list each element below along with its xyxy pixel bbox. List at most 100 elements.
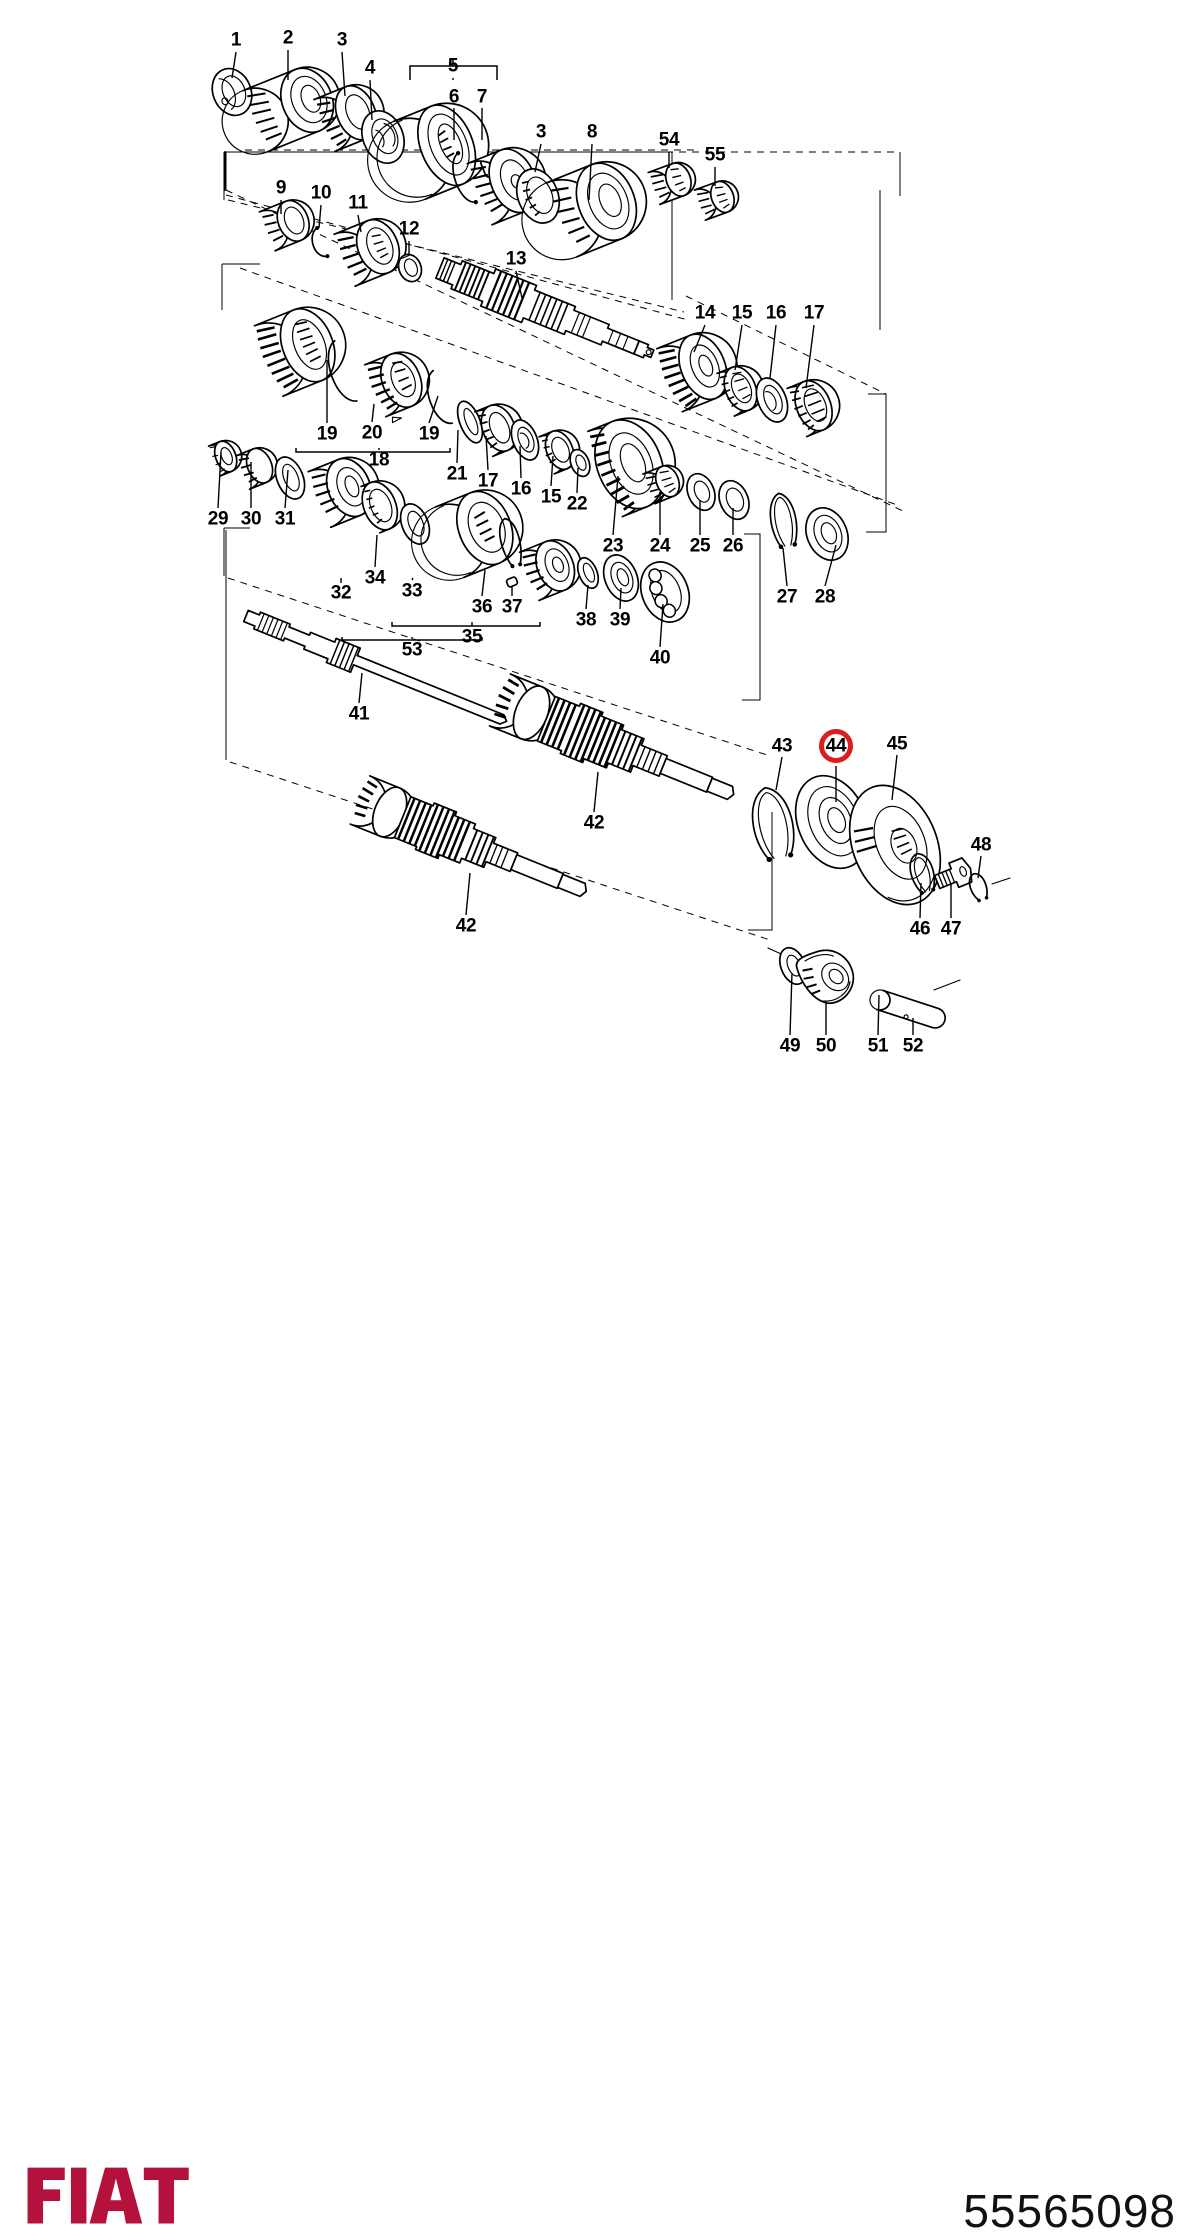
callout-50[interactable]: 50: [815, 1035, 837, 1057]
callout-37[interactable]: 37: [501, 596, 523, 618]
leader-line: [805, 324, 815, 389]
callout-32[interactable]: 32: [330, 582, 352, 604]
callout-45[interactable]: 45: [886, 733, 908, 755]
callout-42b[interactable]: 42: [455, 915, 477, 937]
leader-line: [550, 455, 554, 487]
callout-9[interactable]: 9: [275, 177, 287, 199]
row-output-shafts: [242, 609, 735, 898]
leader-line: [588, 143, 593, 201]
leader-line: [428, 395, 439, 424]
footer-bar: 55565098: [0, 1075, 1200, 2234]
leader-line: [612, 475, 619, 536]
leader-line: [977, 855, 982, 879]
leader-line: [693, 324, 706, 353]
callout-24[interactable]: 24: [649, 535, 671, 557]
leader-line: [576, 467, 579, 494]
row-pinion-and-pin: [767, 946, 961, 1029]
callout-21[interactable]: 21: [446, 463, 468, 485]
callout-25[interactable]: 25: [689, 535, 711, 557]
callout-leader-lines: [217, 50, 982, 1036]
leader-line: [456, 429, 459, 464]
callout-40[interactable]: 40: [649, 647, 671, 669]
callout-29[interactable]: 29: [207, 508, 229, 530]
callout-16a[interactable]: 16: [765, 302, 787, 324]
leader-line: [789, 972, 793, 1036]
callout-19b[interactable]: 19: [418, 423, 440, 445]
callout-49[interactable]: 49: [779, 1035, 801, 1057]
callout-52[interactable]: 52: [902, 1035, 924, 1057]
highlighted-part-44: [794, 774, 870, 870]
leader-line: [481, 569, 486, 597]
row-differential-bearing: [751, 774, 1011, 906]
leader-line: [217, 451, 222, 509]
leader-line: [357, 214, 362, 233]
callout-30[interactable]: 30: [240, 508, 262, 530]
callout-31[interactable]: 31: [274, 508, 296, 530]
callout-3a[interactable]: 3: [336, 29, 348, 51]
callout-23[interactable]: 23: [602, 535, 624, 557]
callout-22[interactable]: 22: [566, 493, 588, 515]
callout-16b[interactable]: 16: [510, 478, 532, 500]
callout-14[interactable]: 14: [694, 302, 716, 324]
callout-38[interactable]: 38: [575, 609, 597, 631]
callout-18[interactable]: 18: [368, 449, 390, 471]
leader-line: [585, 584, 589, 610]
row-upper-input-shaft: [211, 66, 740, 261]
callout-8[interactable]: 8: [586, 121, 598, 143]
callout-4[interactable]: 4: [364, 57, 376, 79]
leader-line: [411, 577, 414, 581]
callout-47[interactable]: 47: [940, 918, 962, 940]
callout-1[interactable]: 1: [230, 29, 242, 51]
callout-42a[interactable]: 42: [583, 812, 605, 834]
callout-54[interactable]: 54: [658, 129, 680, 151]
callout-3b[interactable]: 3: [535, 121, 547, 143]
callout-51[interactable]: 51: [867, 1035, 889, 1057]
leader-line: [769, 324, 777, 379]
callout-34[interactable]: 34: [364, 567, 386, 589]
leader-line: [369, 79, 373, 121]
callout-13[interactable]: 13: [505, 248, 527, 270]
callout-26[interactable]: 26: [722, 535, 744, 557]
callout-11[interactable]: 11: [348, 192, 368, 214]
callout-12[interactable]: 12: [398, 218, 420, 240]
highlight-ring-44: [819, 729, 853, 763]
callout-48[interactable]: 48: [970, 834, 992, 856]
leader-line: [891, 754, 898, 801]
callout-55[interactable]: 55: [704, 144, 726, 166]
callout-36[interactable]: 36: [471, 596, 493, 618]
callout-5[interactable]: 5: [447, 55, 459, 77]
callout-33[interactable]: 33: [401, 580, 423, 602]
callout-7[interactable]: 7: [476, 86, 488, 108]
callout-44[interactable]: 44: [825, 735, 847, 757]
callout-17b[interactable]: 17: [477, 470, 499, 492]
leader-line: [782, 547, 788, 587]
callout-2[interactable]: 2: [282, 27, 294, 49]
leader-line: [519, 445, 522, 479]
leader-line: [593, 771, 599, 813]
callout-53[interactable]: 53: [401, 639, 423, 661]
callout-15a[interactable]: 15: [731, 302, 753, 324]
callout-43[interactable]: 43: [771, 735, 793, 757]
leader-line: [465, 872, 471, 916]
callout-10[interactable]: 10: [310, 182, 332, 204]
callout-27[interactable]: 27: [776, 586, 798, 608]
callout-20[interactable]: 20: [361, 422, 383, 444]
leader-line: [619, 587, 622, 610]
leader-line: [318, 204, 322, 229]
callout-46[interactable]: 46: [909, 918, 931, 940]
callout-28[interactable]: 28: [814, 586, 836, 608]
callout-35[interactable]: 35: [461, 626, 483, 648]
callout-17a[interactable]: 17: [803, 302, 825, 324]
leader-line: [371, 403, 375, 423]
leader-line: [485, 435, 489, 471]
callout-39[interactable]: 39: [609, 609, 631, 631]
callout-41[interactable]: 41: [348, 703, 370, 725]
leader-line: [341, 51, 346, 97]
callout-15b[interactable]: 15: [540, 486, 562, 508]
fiat-logo: [27, 2167, 189, 2224]
callout-6[interactable]: 6: [448, 86, 460, 108]
row-synchro-assembly: [253, 306, 849, 561]
callout-19a[interactable]: 19: [316, 423, 338, 445]
exploded-parts-diagram: .ln{fill:none;stroke:#000;stroke-width:1…: [0, 0, 1200, 1075]
leader-line: [824, 544, 837, 587]
